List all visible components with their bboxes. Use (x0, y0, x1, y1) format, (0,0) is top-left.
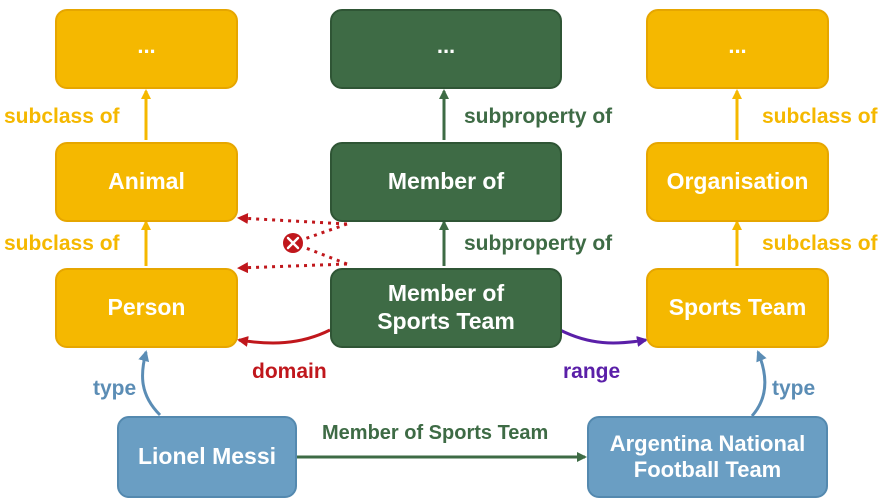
member-of-sports-team-edge-label: Member of Sports Team (322, 422, 549, 444)
sports-team-node: Sports Team (646, 268, 829, 348)
domain-label: domain (252, 360, 327, 383)
edge-invalid-member-of-sports-team-to-person (237, 262, 348, 274)
member-of-sports-team-node: Member of Sports Team (330, 268, 562, 348)
argentina-team-node: Argentina National Football Team (587, 416, 828, 498)
subproperty-of-label-mid: subproperty of (464, 232, 613, 255)
subclass-of-label-mid-right: subclass of (762, 232, 878, 255)
range-label: range (563, 360, 621, 383)
subclass-of-label-top-left: subclass of (4, 105, 120, 128)
edge-type-right (750, 350, 767, 417)
top-left-class-node: ... (55, 9, 238, 89)
subclass-of-label-mid-left: subclass of (4, 232, 120, 255)
top-middle-property-node: ... (330, 9, 562, 89)
cross-circle-icon (283, 233, 303, 253)
type-label-left: type (93, 377, 137, 400)
lionel-messi-node: Lionel Messi (117, 416, 297, 498)
top-right-class-node: ... (646, 9, 829, 89)
animal-node: Animal (55, 142, 238, 222)
member-of-node: Member of (330, 142, 562, 222)
edge-range (559, 328, 648, 347)
person-node: Person (55, 268, 238, 348)
edge-invalid-cross-a (292, 222, 348, 245)
type-label-right: type (772, 377, 816, 400)
edge-invalid-member-of-to-animal (237, 213, 348, 226)
subclass-of-label-top-right: subclass of (762, 105, 878, 128)
organisation-node: Organisation (646, 142, 829, 222)
subproperty-of-label-top: subproperty of (464, 105, 613, 128)
edge-type-left (138, 350, 162, 417)
edge-domain (237, 328, 331, 347)
